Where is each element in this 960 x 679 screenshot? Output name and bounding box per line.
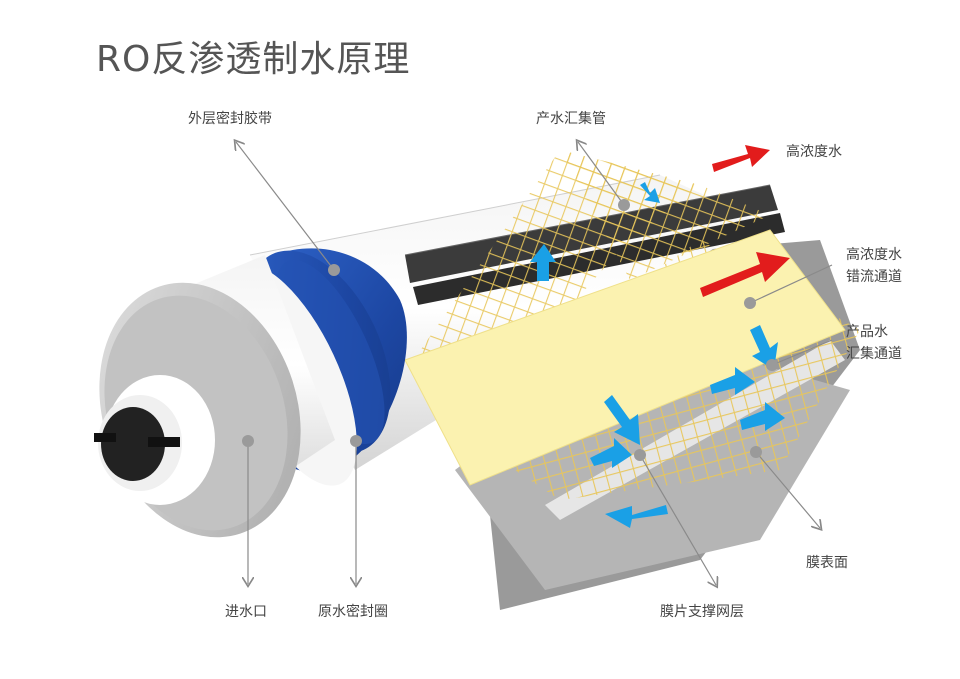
label-outer-seal-tape: 外层密封胶带 [188,111,272,127]
label-membrane-surface: 膜表面 [806,555,848,571]
label-product-channel: 产品水 汇集通道 [846,321,902,365]
membrane-surface-sheet [404,229,846,486]
water-flow-arrows [530,182,785,528]
label-product-collection-tube: 产水汇集管 [536,111,606,127]
label-water-inlet: 进水口 [225,604,267,620]
label-membrane-support-layer: 膜片支撑网层 [660,604,744,620]
inlet-end-cap [94,282,301,538]
diagram-title: RO反渗透制水原理 [96,39,411,80]
label-concentrate-water: 高浓度水 [786,144,842,160]
concentrate-flow-arrows [700,145,790,297]
label-product-channel-line1: 产品水 [846,324,888,340]
label-concentrate-channel-line1: 高浓度水 [846,247,902,263]
callout-lines [236,142,833,585]
label-concentrate-channel: 高浓度水 错流通道 [846,244,902,288]
label-concentrate-channel-line2: 错流通道 [846,269,902,285]
label-product-channel-line2: 汇集通道 [846,346,902,362]
callout-dots [242,199,778,461]
label-raw-water-seal-ring: 原水密封圈 [318,604,388,620]
